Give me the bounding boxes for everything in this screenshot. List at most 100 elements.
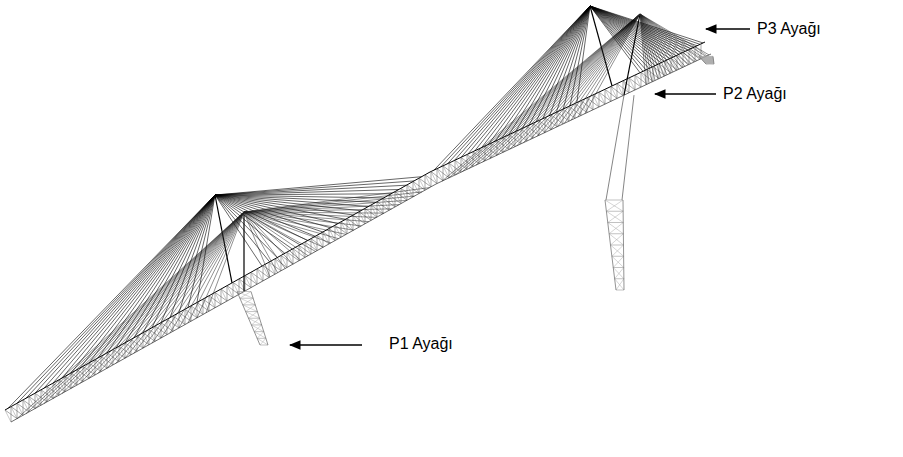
bridge-member <box>215 195 376 202</box>
bridge-member <box>143 333 149 345</box>
bridge-member <box>605 200 616 290</box>
bridge-member <box>461 6 590 157</box>
bridge-member <box>577 6 590 103</box>
bridge-member <box>233 282 234 297</box>
bridge-member <box>713 56 714 64</box>
bridge-member <box>703 60 714 62</box>
bridge-member <box>35 212 244 409</box>
bridge-member <box>599 92 605 104</box>
bridge-member <box>244 212 384 213</box>
bridge-member <box>516 6 590 132</box>
bridge-member <box>581 101 582 116</box>
bridge-member <box>215 195 384 198</box>
bridge-member <box>623 81 624 96</box>
bridge-member <box>249 312 258 319</box>
bridge-member <box>191 306 192 321</box>
bridge-member <box>699 56 713 58</box>
bridge-member <box>640 14 700 59</box>
bridge-member <box>609 233 623 234</box>
bridge-member <box>703 61 713 62</box>
bridge-member <box>269 262 275 274</box>
bridge-member <box>606 211 623 222</box>
bridge-member <box>699 56 706 64</box>
bridge-member <box>454 6 590 160</box>
bridge-member <box>203 299 204 314</box>
bridge-member <box>462 14 640 172</box>
bridge-member <box>243 298 253 305</box>
bridge-member <box>215 292 221 304</box>
bridge-member <box>419 178 420 193</box>
leader-arrow <box>655 93 716 94</box>
bridge-member <box>287 252 293 264</box>
bridge-member <box>188 195 215 308</box>
bridge-member <box>629 78 630 93</box>
bridge-member <box>347 218 348 233</box>
bridge-member <box>311 239 317 251</box>
bridge-member <box>53 195 215 383</box>
leader-arrow <box>706 28 750 29</box>
bridge-member <box>227 286 233 298</box>
bridge-member <box>257 269 258 284</box>
bridge-member <box>107 353 113 365</box>
bridge-member <box>188 212 244 323</box>
bridge-member <box>437 169 438 184</box>
bridge-member <box>62 195 215 378</box>
bridge-member <box>702 58 714 60</box>
bridge-member <box>29 397 30 412</box>
bridge-member <box>700 57 713 59</box>
bridge-member <box>26 212 244 414</box>
bridge-member <box>244 212 331 243</box>
bridge-member <box>608 222 624 223</box>
bridge-member <box>221 289 222 304</box>
bridge-member <box>161 212 244 338</box>
bridge-member <box>8 195 215 408</box>
bridge-member <box>244 212 354 230</box>
bridge-member <box>442 14 640 181</box>
bridge-member <box>215 292 216 307</box>
bridge-member <box>134 212 244 353</box>
bridge-member <box>641 72 647 84</box>
bridge-member <box>701 57 713 59</box>
bridge-member <box>237 292 260 345</box>
bridge-member <box>590 6 682 53</box>
bridge-member <box>640 14 709 55</box>
bridge-member <box>134 195 215 338</box>
bridge-member <box>703 59 714 61</box>
bridge-member <box>329 229 335 241</box>
bridge-member <box>125 343 126 358</box>
bridge-member <box>365 208 371 220</box>
bridge-member <box>5 410 11 422</box>
bridge-member <box>590 6 685 51</box>
bridge-member <box>143 333 144 348</box>
bridge-member <box>251 272 257 284</box>
bridge-member <box>563 6 590 109</box>
bridge-member <box>257 338 266 339</box>
bridge-member <box>371 205 377 217</box>
bridge-member <box>611 86 617 98</box>
bridge-member <box>640 14 703 58</box>
bridge-member <box>275 259 281 271</box>
bridge-member <box>431 172 432 187</box>
bridge-member <box>257 269 263 281</box>
bridge-member <box>640 14 706 56</box>
deck-edge <box>11 54 711 422</box>
bridge-member <box>590 6 697 46</box>
bridge-member <box>35 195 215 393</box>
bridge-member <box>569 106 570 121</box>
bridge-member <box>89 195 215 363</box>
cable-stayed-bridge <box>5 6 714 422</box>
bridge-member <box>609 223 623 234</box>
bridge-member <box>244 200 407 212</box>
bridge-member <box>530 14 640 139</box>
bridge-member <box>702 59 714 60</box>
bridge-member <box>377 202 383 214</box>
bridge-member <box>221 289 227 301</box>
bridge-member <box>606 200 623 211</box>
bridge-member <box>243 304 256 305</box>
bridge-member <box>26 195 215 398</box>
bridge-member <box>640 14 673 72</box>
bridge-member <box>556 6 590 112</box>
bridge-member <box>425 175 431 187</box>
bridge-member <box>703 60 714 61</box>
bridge-member <box>705 62 714 64</box>
